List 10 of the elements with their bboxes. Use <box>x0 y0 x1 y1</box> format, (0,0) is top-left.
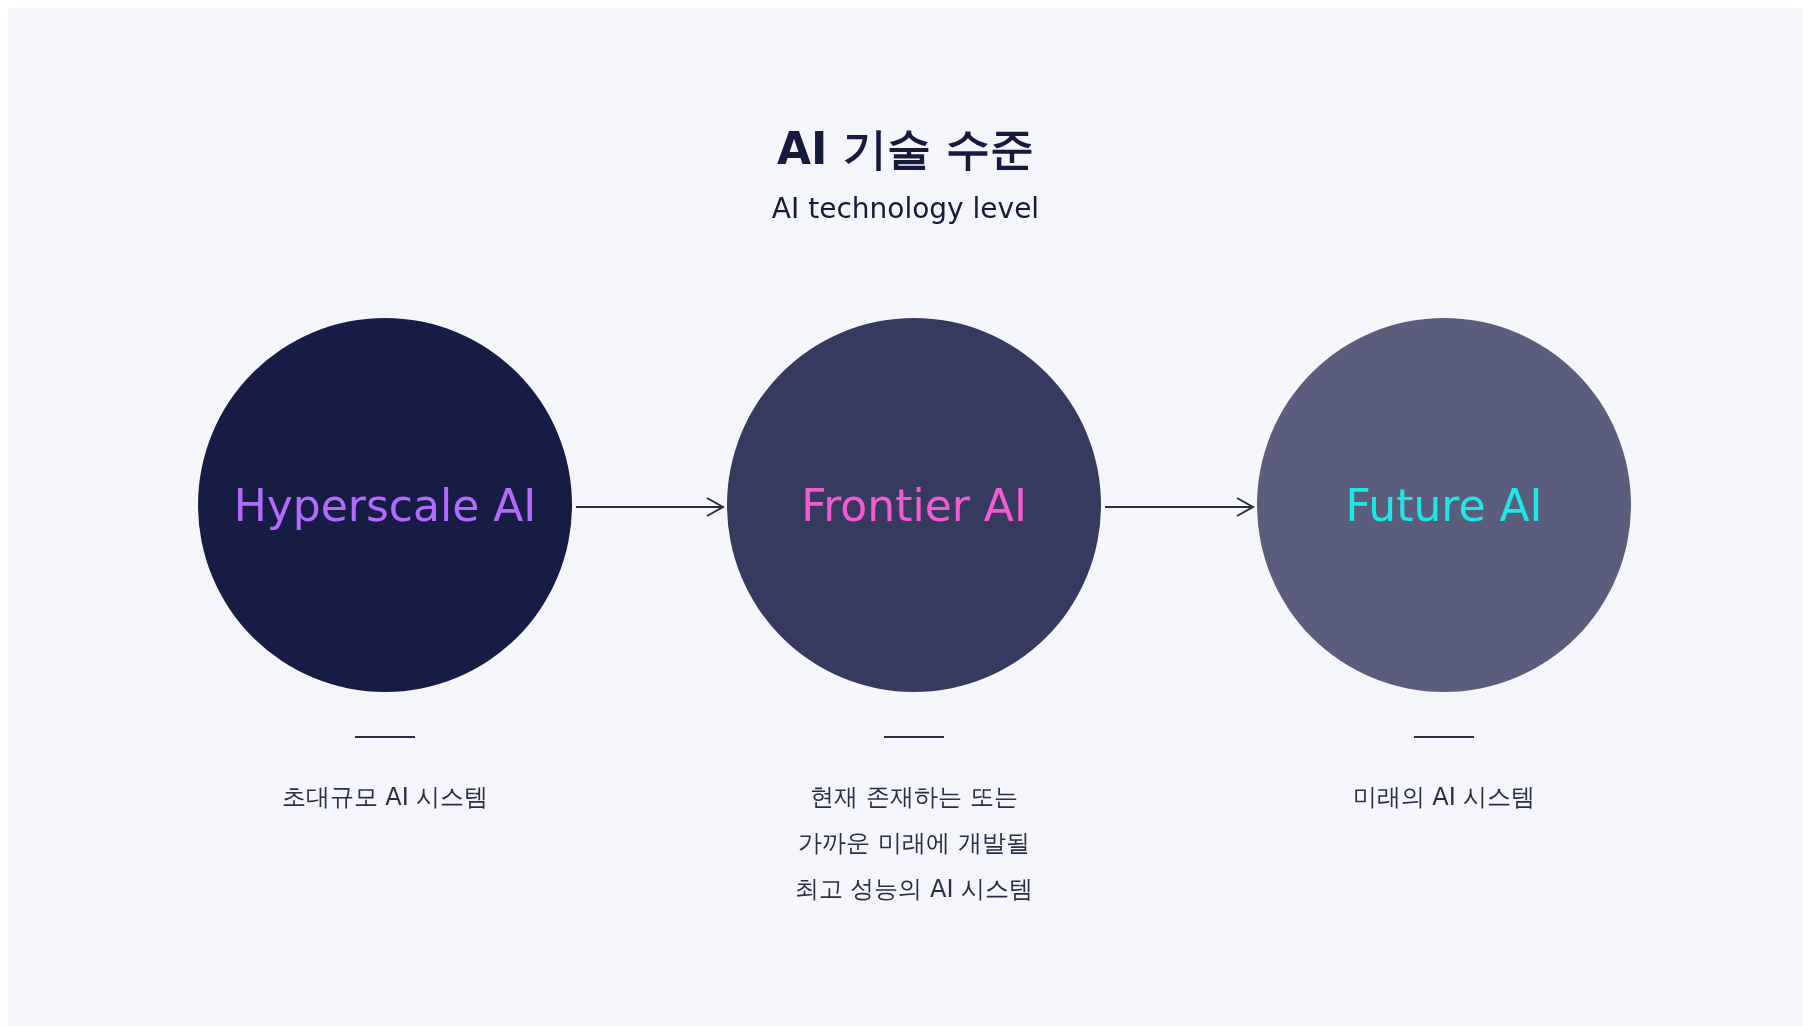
diagram-subtitle: AI technology level <box>770 192 1041 225</box>
level-description: 미래의 AI 시스템 <box>1351 782 1537 813</box>
level-description: 초대규모 AI 시스템 <box>280 782 490 813</box>
level-name: Future AI <box>1345 479 1543 531</box>
arrow <box>1104 497 1254 517</box>
diagram-title: AI 기술 수준 <box>775 122 1036 176</box>
arrow <box>575 497 724 517</box>
level-name: Hyperscale AI <box>233 479 537 531</box>
level-name: Frontier AI <box>801 479 1027 531</box>
level-description: 현재 존재하는 또는 가까운 미래에 개발될 최고 성능의 AI 시스템 <box>793 782 1035 905</box>
